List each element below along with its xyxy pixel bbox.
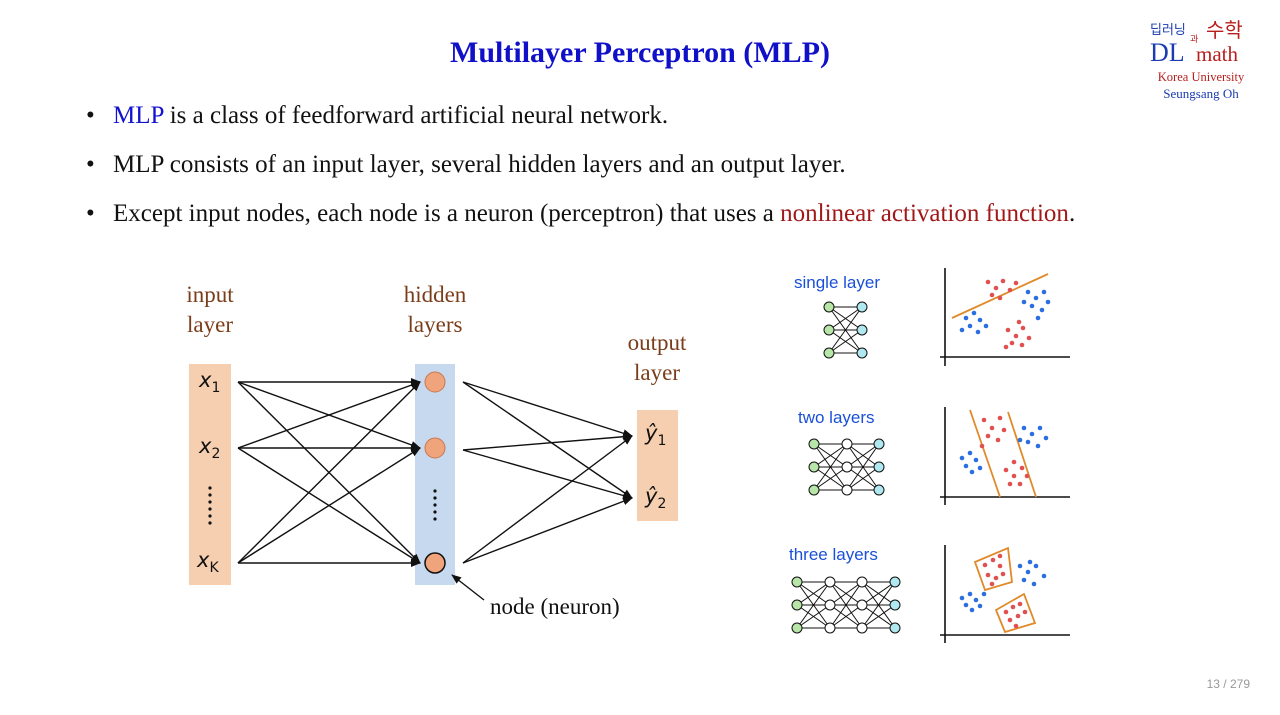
hidden-node-3 (424, 552, 446, 574)
input-ellipsis (208, 486, 212, 525)
logo-korean-right: 수학 (1206, 18, 1243, 42)
page-number: 13 / 279 (1207, 677, 1250, 691)
three-layers-network (791, 576, 901, 634)
logo-korean-left: 딥러닝 (1150, 23, 1186, 38)
bullet-3-highlight: nonlinear activation function (780, 200, 1069, 227)
hidden-layer-bar (415, 364, 455, 585)
logo-dl: DL (1150, 38, 1185, 67)
output-layer-bar (637, 410, 678, 521)
hidden-ellipsis (433, 489, 437, 521)
input-x1: x1 (199, 368, 221, 397)
two-layers-label: two layers (798, 408, 875, 427)
input-layer-bar (189, 364, 231, 585)
hidden-node-2 (424, 437, 446, 459)
output-label-line2: layer (634, 360, 680, 385)
hidden-layers-label: hidden layers (390, 280, 480, 340)
slide-title: Multilayer Perceptron (MLP) (450, 36, 830, 69)
logo-connector: 과 (1190, 35, 1199, 45)
bullet-1-highlight: MLP (113, 102, 164, 129)
hidden-to-output-edges (462, 381, 633, 564)
logo-author: Seungsang Oh (1163, 85, 1239, 101)
input-x2: x2 (199, 434, 221, 463)
node-pointer-arrow (451, 574, 485, 601)
bullet-3-end: . (1068, 200, 1076, 227)
output-label-line1: output (627, 330, 687, 355)
page-current: 13 (1206, 677, 1220, 691)
bullet-1-text: is a class of feedforward artificial neu… (163, 102, 669, 129)
input-to-hidden-edges (237, 378, 421, 567)
logo-university: Korea University (1157, 70, 1245, 84)
bullet-2-text: MLP consists of an input layer, several … (113, 151, 846, 178)
input-label-line2: layer (187, 312, 233, 337)
bullet-3-text: Except input nodes, each node is a neuro… (113, 200, 781, 227)
logo-math: math (1196, 42, 1238, 66)
hidden-node-1 (424, 371, 446, 393)
node-neuron-note: node (neuron) (490, 594, 620, 619)
page-separator: / (1223, 677, 1227, 691)
output-layer-label: output layer (612, 328, 702, 388)
two-layers-scatter (940, 407, 1070, 505)
bullet-list: MLP is a class of feedforward artificial… (86, 96, 1075, 243)
hidden-label-line1: hidden (403, 282, 467, 307)
logo: 딥러닝 수학 DL 과 math Korea University Seungs… (1146, 20, 1256, 100)
hidden-label-line2: layers (407, 312, 463, 337)
bullet-3: Except input nodes, each node is a neuro… (86, 194, 1075, 243)
two-layers-network (808, 438, 885, 496)
single-layer-network (823, 301, 868, 359)
page-total: 279 (1229, 677, 1250, 691)
input-xk: xK (197, 548, 219, 577)
input-layer-label: input layer (170, 280, 250, 340)
bullet-1: MLP is a class of feedforward artificial… (86, 96, 1075, 145)
output-y1: ŷ1 (645, 421, 667, 450)
single-layer-scatter (940, 268, 1070, 366)
bullet-2: MLP consists of an input layer, several … (86, 145, 1075, 194)
output-y2: ŷ2 (645, 484, 667, 513)
single-layer-label: single layer (794, 273, 880, 292)
three-layers-scatter (940, 545, 1070, 643)
input-label-line1: input (186, 282, 234, 307)
three-layers-label: three layers (789, 545, 878, 564)
